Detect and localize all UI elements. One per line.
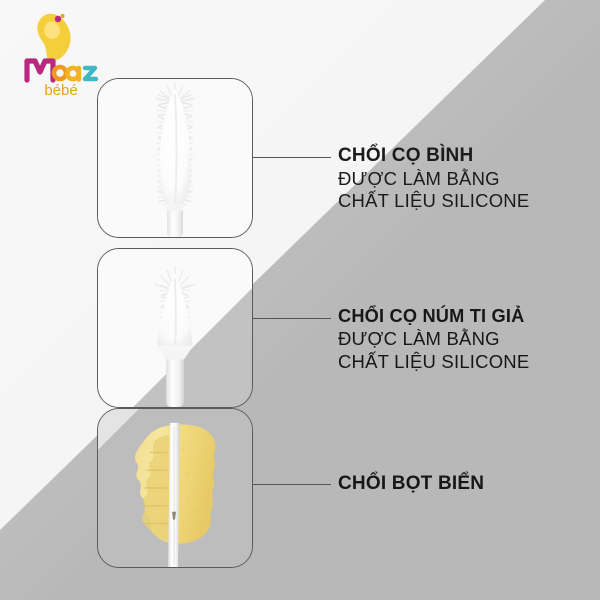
connector-line-sponge-brush bbox=[253, 484, 331, 485]
nipple-brush-illustration bbox=[98, 249, 252, 407]
product-card-nipple-brush[interactable] bbox=[97, 248, 253, 408]
product-card-sponge-brush[interactable] bbox=[97, 408, 253, 568]
bottle-brush-illustration bbox=[98, 79, 252, 237]
label-line-2: ĐƯỢC LÀM BẰNG bbox=[338, 167, 500, 189]
svg-text:bébé: bébé bbox=[44, 82, 77, 98]
connector-line-nipple-brush bbox=[253, 318, 331, 319]
label-line-3: CHẤT LIỆU SILICONE bbox=[338, 190, 530, 212]
product-card-bottle-brush[interactable] bbox=[97, 78, 253, 238]
label-line-2: ĐƯỢC LÀM BẰNG bbox=[338, 327, 500, 349]
label-line-3: CHẤT LIỆU SILICONE bbox=[338, 350, 530, 372]
label-nipple-brush: CHỔI CỌ NÚM TI GIẢ ĐƯỢC LÀM BẰNG CHẤT LI… bbox=[338, 305, 596, 373]
connector-line-bottle-brush bbox=[253, 157, 331, 158]
label-title: CHỔI CỌ NÚM TI GIẢ bbox=[338, 306, 525, 326]
sponge-brush-illustration bbox=[98, 409, 252, 567]
label-title: CHỔI CỌ BÌNH bbox=[338, 145, 474, 166]
label-bottle-brush: CHỔI CỌ BÌNH ĐƯỢC LÀM BẰNG CHẤT LIỆU SIL… bbox=[338, 144, 596, 213]
label-sponge-brush: CHỔI BỌT BIỂN bbox=[338, 472, 596, 496]
label-title: CHỔI BỌT BIỂN bbox=[338, 473, 485, 494]
brand-logo: bébé bbox=[18, 6, 104, 98]
